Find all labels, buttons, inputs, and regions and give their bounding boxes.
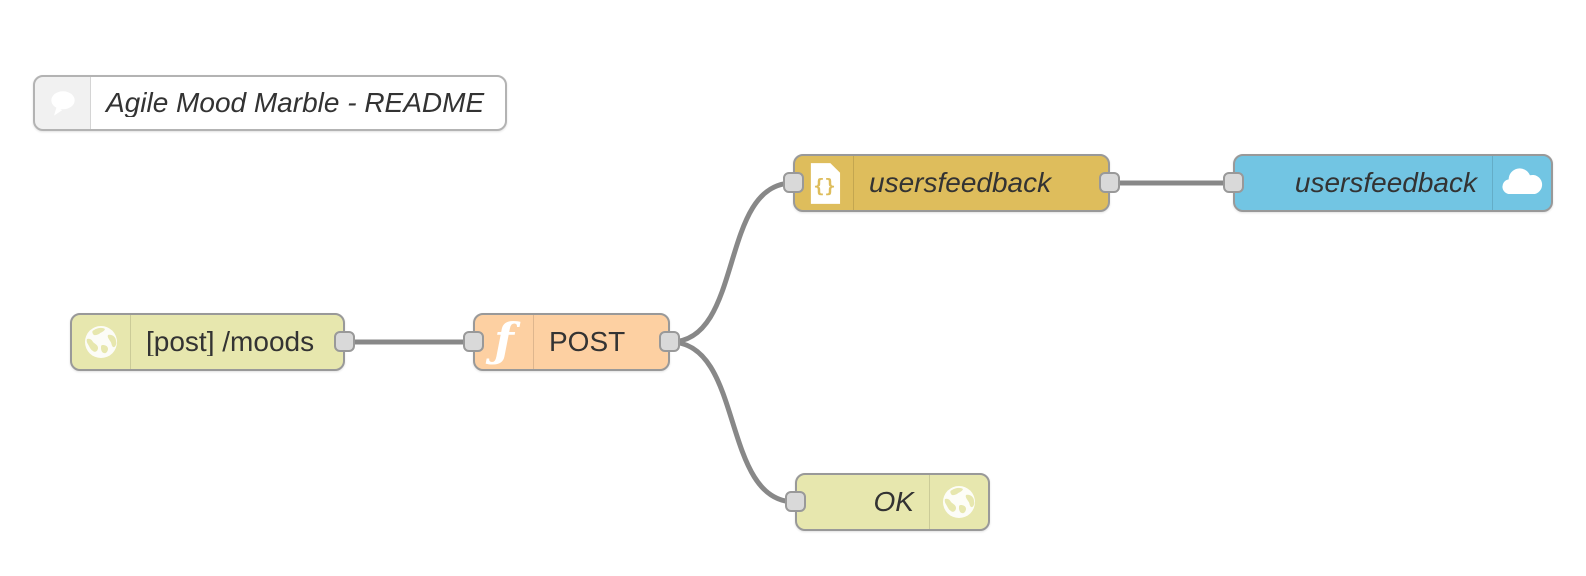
wire[interactable] — [667, 180, 796, 345]
node-label: OK — [873, 488, 914, 516]
node-label: [post] /moods — [146, 328, 315, 356]
node-label: usersfeedback — [1294, 169, 1477, 197]
node-function-post[interactable]: ƒ POST — [463, 313, 680, 371]
node-label: Agile Mood Marble - README — [106, 89, 485, 117]
globe-icon — [929, 475, 988, 529]
node-label: POST — [549, 328, 626, 356]
output-port[interactable] — [1099, 172, 1120, 193]
node-http-response-ok[interactable]: OK — [785, 473, 990, 531]
node-label: usersfeedback — [869, 169, 1052, 197]
input-port[interactable] — [463, 331, 484, 352]
node-json-usersfeedback[interactable]: {} usersfeedback — [783, 154, 1120, 212]
wire[interactable] — [667, 339, 798, 505]
node-http-in[interactable]: [post] /moods — [70, 313, 355, 371]
cloud-icon — [1492, 156, 1551, 210]
input-port[interactable] — [783, 172, 804, 193]
node-comment[interactable]: Agile Mood Marble - README — [33, 75, 507, 131]
json-document-icon: {} — [795, 156, 854, 210]
globe-icon — [72, 315, 131, 369]
function-icon: ƒ — [475, 315, 534, 369]
svg-text:{}: {} — [813, 176, 835, 197]
output-port[interactable] — [334, 331, 355, 352]
chat-bubble-icon — [35, 77, 91, 129]
input-port[interactable] — [785, 491, 806, 512]
input-port[interactable] — [1223, 172, 1244, 193]
output-port[interactable] — [659, 331, 680, 352]
node-cloudant-usersfeedback[interactable]: usersfeedback — [1223, 154, 1553, 212]
